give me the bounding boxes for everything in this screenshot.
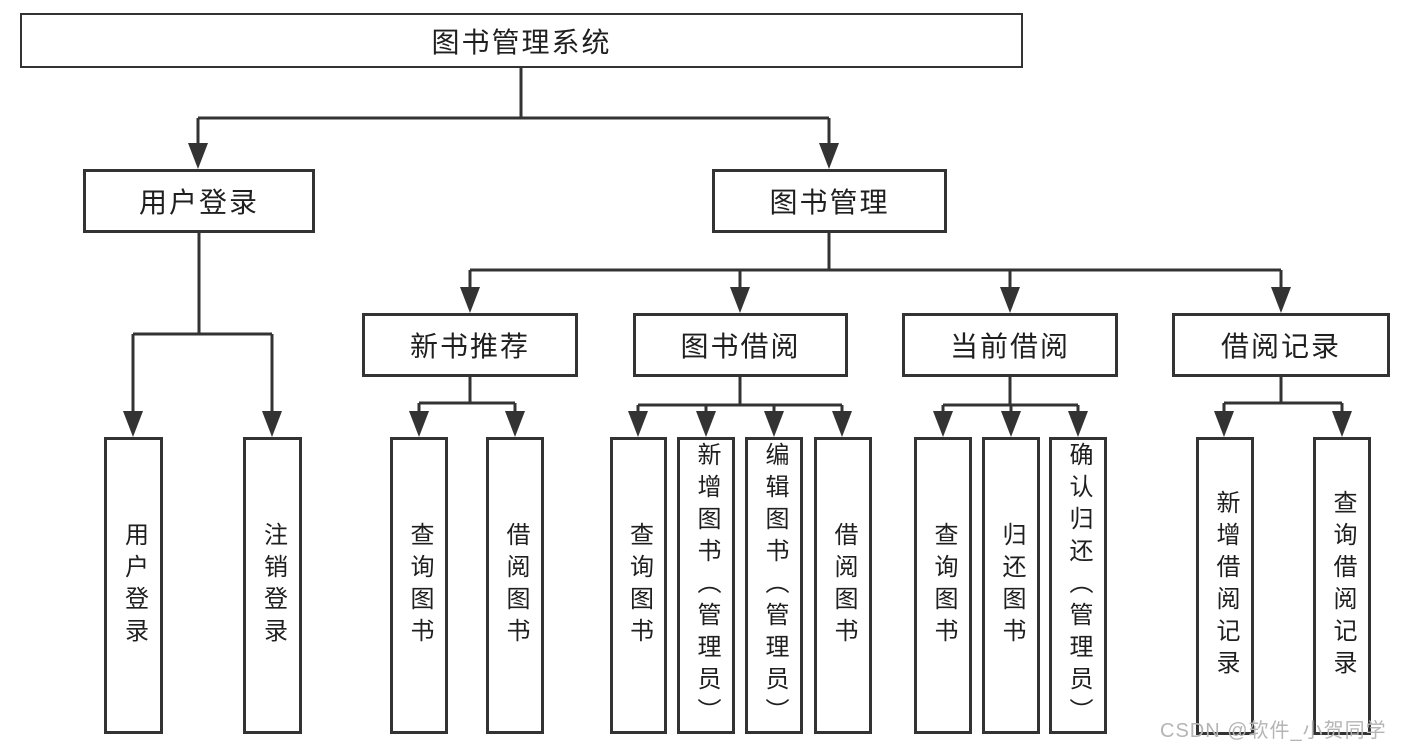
node-current-borrow: 当前借阅	[902, 313, 1118, 377]
leaf-query-books-borrow: 查询图书	[610, 437, 667, 734]
arrow-down-icon	[460, 287, 480, 313]
arrow-down-icon	[933, 411, 953, 437]
arrow-down-icon	[696, 411, 716, 437]
leaf-borrow-books-newbook: 借阅图书	[486, 437, 544, 734]
arrow-down-icon	[832, 411, 852, 437]
leaf-user-login: 用户登录	[104, 437, 163, 734]
arrow-down-icon	[1214, 411, 1234, 437]
leaf-return-book: 归还图书	[982, 437, 1040, 734]
connector-newbook-to-leaves	[417, 377, 517, 414]
leaf-edit-book-admin: 编辑图书（管理员）	[745, 437, 803, 734]
leaf-logout: 注销登录	[243, 437, 302, 734]
arrow-down-icon	[628, 411, 648, 437]
watermark-text: CSDN @软件_小贺同学	[1160, 720, 1387, 742]
arrow-down-icon	[409, 411, 429, 437]
leaf-query-books-newbook: 查询图书	[390, 437, 448, 734]
leaf-borrow-books-borrow: 借阅图书	[814, 437, 872, 734]
arrow-down-icon	[505, 411, 525, 437]
arrow-down-icon	[1271, 287, 1291, 313]
connector-userlogin-to-leaves	[131, 233, 274, 413]
node-root: 图书管理系统	[20, 13, 1023, 68]
leaf-query-borrow-record: 查询借阅记录	[1313, 437, 1371, 735]
connector-borrow-to-leaves	[636, 377, 844, 414]
node-borrow-records: 借阅记录	[1172, 313, 1390, 377]
arrow-down-icon	[188, 143, 208, 169]
arrow-down-icon	[1000, 287, 1020, 313]
leaf-confirm-return-admin: 确认归还（管理员）	[1049, 437, 1107, 734]
connector-current-to-leaves	[941, 377, 1080, 414]
node-book-management: 图书管理	[712, 169, 947, 233]
connector-root-to-level2	[196, 68, 831, 145]
connector-bookmgmt-to-level3	[468, 233, 1283, 291]
arrowhead-icons	[123, 143, 1352, 437]
leaf-query-books-current: 查询图书	[914, 437, 972, 734]
arrow-down-icon	[819, 143, 839, 169]
arrow-down-icon	[730, 287, 750, 313]
node-book-borrow: 图书借阅	[633, 313, 848, 377]
arrow-down-icon	[262, 411, 282, 437]
arrow-down-icon	[1001, 411, 1021, 437]
node-user-login: 用户登录	[83, 169, 315, 233]
arrow-down-icon	[1332, 411, 1352, 437]
arrow-down-icon	[764, 411, 784, 437]
arrow-down-icon	[1068, 411, 1088, 437]
node-new-book-recommend: 新书推荐	[362, 313, 578, 377]
leaf-add-borrow-record: 新增借阅记录	[1196, 437, 1254, 735]
arrow-down-icon	[123, 411, 143, 437]
leaf-add-book-admin: 新增图书（管理员）	[677, 437, 735, 734]
connector-records-to-leaves	[1222, 377, 1344, 414]
